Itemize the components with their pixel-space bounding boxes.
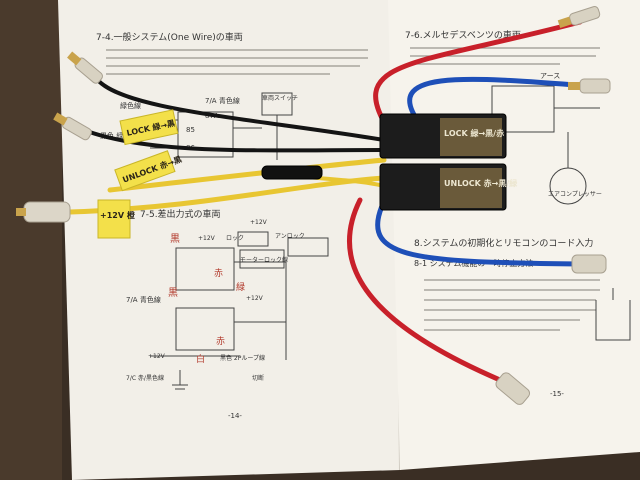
relay-label-top: 7/A 青色線 bbox=[205, 96, 240, 105]
desk-edge bbox=[0, 0, 62, 480]
wire-blue-top bbox=[407, 76, 591, 127]
relay-unlock: UNLOCK 赤→黒/緑 bbox=[379, 163, 518, 211]
wire-black-2 bbox=[82, 128, 386, 153]
mercedes-schematic bbox=[491, 85, 600, 205]
handwritten-note-6: 白 bbox=[196, 353, 205, 365]
tag-plus12-text: +12V 橙 bbox=[100, 210, 136, 220]
wire-label-green: 緑色線 bbox=[120, 101, 141, 110]
relay-label-bottom: 7/A 青色線 bbox=[126, 295, 161, 304]
relay-lock: LOCK 緑→黒/赤 bbox=[379, 113, 507, 159]
connector-yellow bbox=[16, 201, 71, 223]
right-page-number: -15- bbox=[550, 390, 564, 398]
plus12-label-3: +12V bbox=[246, 295, 264, 302]
connector-black-1 bbox=[67, 51, 103, 84]
left-page-number: -14- bbox=[228, 412, 242, 420]
cut-label: 切断 bbox=[252, 374, 264, 382]
handwritten-note-3: 緑 bbox=[236, 281, 245, 293]
handwritten-note-5: 赤 bbox=[216, 336, 225, 347]
handwritten-note-2: 赤 bbox=[214, 268, 223, 279]
loop-label: 黒色 2Pループ線 bbox=[220, 354, 265, 362]
left-heading-top: 7-4.一般システム(One Wire)の車両 bbox=[96, 31, 243, 43]
wire-black-1 bbox=[94, 76, 386, 142]
connector-blue-top bbox=[568, 78, 611, 94]
connector-blue-bottom bbox=[571, 254, 607, 274]
fuse-diagram bbox=[595, 288, 631, 341]
tag-plus12: +12V 橙 bbox=[97, 199, 136, 239]
right-paragraph-bottom bbox=[424, 279, 600, 331]
heatshrink-joint bbox=[261, 165, 323, 180]
unlock-label: アンロック bbox=[275, 233, 305, 240]
handwritten-note-4: 黒 bbox=[168, 287, 178, 299]
pin-85-top: 85 bbox=[186, 126, 195, 134]
plus12-label-2: +12V bbox=[198, 235, 216, 242]
wire-red-top bbox=[373, 19, 583, 125]
wire-blue-bottom bbox=[375, 203, 583, 267]
wire-yellow-1 bbox=[107, 157, 387, 193]
connector-red-bottom bbox=[495, 372, 531, 405]
ground-label: 7/C 赤/黒色線 bbox=[126, 374, 164, 382]
wire-label-black: 黒色 緑色線 bbox=[100, 131, 137, 140]
earth-label: アース bbox=[540, 72, 560, 80]
wire-red-bottom bbox=[346, 197, 503, 383]
terminal-connectors bbox=[16, 6, 611, 405]
relay-unlock-label: UNLOCK 赤→黒/緑 bbox=[444, 178, 518, 188]
plus12-label-4: +12V bbox=[148, 353, 166, 360]
connector-black-2 bbox=[53, 112, 92, 141]
right-heading-bottom: 8.システムの初期化とリモコンのコード入力 bbox=[414, 237, 593, 249]
left-paragraph-top bbox=[106, 49, 368, 75]
left-heading-bottom: 7-5.差出力式の車両 bbox=[140, 208, 221, 220]
connector-red-top bbox=[557, 6, 601, 28]
compressor-label: エアコンプレッサー bbox=[548, 191, 602, 198]
tag-lock: LOCK 緑→黒 bbox=[119, 109, 179, 146]
switch-label: 車両スイッチ bbox=[262, 94, 298, 102]
motor-label: モーターロック線 bbox=[240, 256, 288, 264]
right-heading-top: 7-6.メルセデスベンツの車両 bbox=[405, 29, 521, 41]
relay-lock-label: LOCK 緑→黒/赤 bbox=[444, 128, 504, 138]
plus12-label-1: +12V bbox=[250, 219, 268, 226]
handwritten-note-1: 黒 bbox=[170, 233, 180, 245]
relay-schematic-bottom bbox=[150, 231, 329, 390]
lock-label: ロック bbox=[226, 235, 244, 242]
